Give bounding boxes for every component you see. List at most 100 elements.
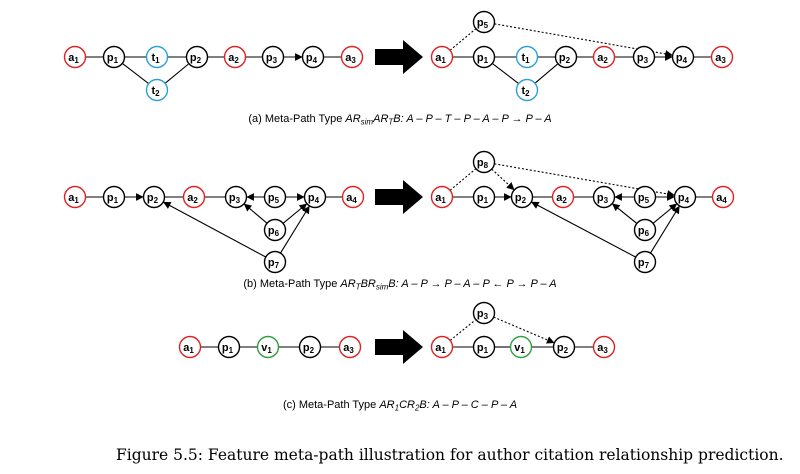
node-a2: a2 xyxy=(182,185,206,209)
author-node-circle xyxy=(592,45,616,69)
node-p1: p1 xyxy=(472,185,496,209)
edge-p8-p2 xyxy=(491,168,515,191)
node-label: a2 xyxy=(228,52,239,65)
node-a1: a1 xyxy=(178,335,202,359)
node-label: a1 xyxy=(68,52,79,65)
node-label: p4 xyxy=(308,192,320,205)
paper-node-circle xyxy=(263,185,287,209)
author-node-circle xyxy=(551,185,575,209)
node-label: a2 xyxy=(556,192,567,205)
node-label: p7 xyxy=(268,257,280,270)
node-p2: p2 xyxy=(554,45,578,69)
node-a1: a1 xyxy=(430,45,454,69)
node-p1: p1 xyxy=(102,185,126,209)
node-p6: p6 xyxy=(263,218,287,242)
author-node-circle xyxy=(340,45,364,69)
author-node-circle xyxy=(223,45,247,69)
transition-arrow-icon xyxy=(375,40,423,74)
paper-node-circle xyxy=(472,335,496,359)
node-label: a3 xyxy=(345,52,356,65)
node-label: p3 xyxy=(597,192,609,205)
author-node-circle xyxy=(430,335,454,359)
node-p3: p3 xyxy=(472,301,496,325)
node-label: p2 xyxy=(190,52,202,65)
node-label: p1 xyxy=(222,342,234,355)
node-a3: a3 xyxy=(340,45,364,69)
edge-p7-p4 xyxy=(280,205,310,254)
node-a4: a4 xyxy=(341,185,365,209)
transition-arrow-icon xyxy=(375,330,423,364)
author-node-circle xyxy=(182,185,206,209)
paper-node-circle xyxy=(261,45,285,69)
author-node-circle xyxy=(592,335,616,359)
edge-p6-p4 xyxy=(282,203,308,224)
node-p4: p4 xyxy=(671,45,695,69)
node-label: a1 xyxy=(435,192,446,205)
node-a3: a3 xyxy=(710,45,734,69)
author-node-circle xyxy=(338,335,362,359)
node-label: p2 xyxy=(147,192,159,205)
node-p1: p1 xyxy=(472,335,496,359)
paper-node-circle xyxy=(185,45,209,69)
node-label: a3 xyxy=(715,52,726,65)
node-label: p1 xyxy=(477,192,489,205)
node-label: p5 xyxy=(638,192,650,205)
figure-caption: Figure 5.5: Feature meta-path illustrati… xyxy=(116,446,784,464)
panel-caption-a: (a) Meta-Path Type ARsimARTB: A – P – T … xyxy=(248,113,551,127)
node-p2: p2 xyxy=(510,185,534,209)
paper-node-circle xyxy=(472,45,496,69)
node-label: a3 xyxy=(597,342,608,355)
node-p1: p1 xyxy=(102,45,126,69)
paper-node-circle xyxy=(217,335,241,359)
edge-p6-p4 xyxy=(652,203,678,224)
term-node-circle xyxy=(145,45,169,69)
paper-node-circle xyxy=(298,335,322,359)
node-p4: p4 xyxy=(301,45,325,69)
term-node-circle xyxy=(515,45,539,69)
paper-node-circle xyxy=(633,218,657,242)
node-label: t1 xyxy=(521,52,530,65)
node-label: p2 xyxy=(559,52,571,65)
node-p7: p7 xyxy=(633,250,657,274)
paper-node-circle xyxy=(633,250,657,274)
edge-a1-p5 xyxy=(449,28,476,51)
edge-p1-t2 xyxy=(121,62,149,84)
author-node-circle xyxy=(710,45,734,69)
edge-p7-p2 xyxy=(163,201,267,258)
node-v1: v1 xyxy=(509,335,533,359)
node-label: p4 xyxy=(306,52,318,65)
node-label: p2 xyxy=(515,192,527,205)
node-a1: a1 xyxy=(430,335,454,359)
node-label: a2 xyxy=(597,52,608,65)
node-p7: p7 xyxy=(263,250,287,274)
paper-node-circle xyxy=(142,185,166,209)
node-label: p3 xyxy=(477,308,489,321)
node-label: v1 xyxy=(261,342,272,355)
node-p2: p2 xyxy=(185,45,209,69)
node-t2: t2 xyxy=(145,78,169,102)
edge-p6-p3 xyxy=(611,203,638,224)
edge-t2-p2 xyxy=(164,63,189,84)
node-p2: p2 xyxy=(298,335,322,359)
node-t2: t2 xyxy=(515,78,539,102)
node-label: p8 xyxy=(477,157,489,170)
node-label: p5 xyxy=(477,17,489,30)
paper-node-circle xyxy=(632,45,656,69)
paper-node-circle xyxy=(472,185,496,209)
paper-node-circle xyxy=(671,45,695,69)
node-label: p1 xyxy=(477,342,489,355)
edge-p1-t2 xyxy=(491,62,519,84)
venue-node-circle xyxy=(509,335,533,359)
node-label: a4 xyxy=(716,192,727,205)
node-label: a2 xyxy=(187,192,198,205)
node-label: p2 xyxy=(303,342,315,355)
author-node-circle xyxy=(341,185,365,209)
node-p1: p1 xyxy=(472,45,496,69)
paper-node-circle xyxy=(303,185,327,209)
node-p6: p6 xyxy=(633,218,657,242)
author-node-circle xyxy=(711,185,735,209)
